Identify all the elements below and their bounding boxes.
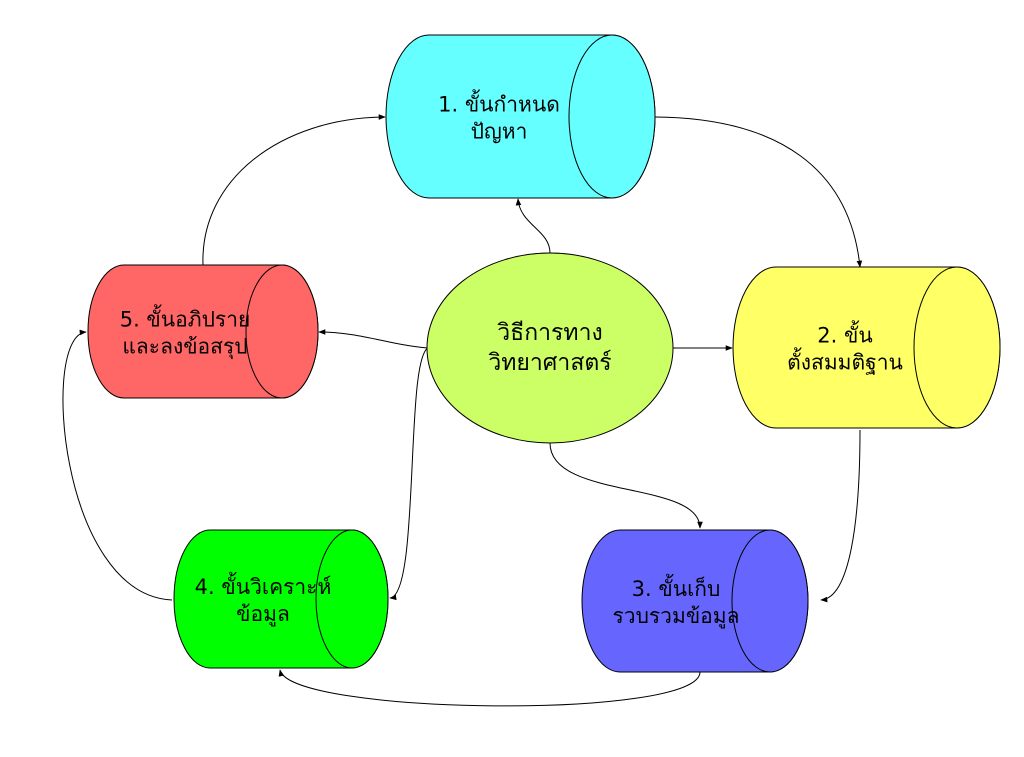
edge-4-to-5 [62, 329, 173, 601]
step-4-node: 4. ขั้นวิเคราะห์ข้อมูล [173, 529, 389, 669]
edge-2-to-3 [820, 429, 861, 603]
cylinder-cap [913, 266, 1001, 429]
center-label-line2: วิทยาศาสตร์ [488, 349, 611, 376]
step-5-label-line1: 5. ขั้นอภิปราย [120, 305, 251, 332]
cylinder-cap [731, 529, 809, 673]
edge-center-to-3 [549, 442, 703, 529]
step-4-label-line1: 4. ขั้นวิเคราะห์ [195, 572, 332, 599]
step-2-label-line2: ตั้งสมมติฐาน [787, 348, 903, 375]
step-3-label-line1: 3. ขั้นเก็บ [632, 574, 721, 601]
edge-center-to-5 [318, 329, 429, 349]
cylinder-cap [315, 529, 389, 669]
step-2-label-line1: 2. ขั้น [817, 321, 872, 348]
cylinder-cap [245, 264, 319, 399]
step-3-label-line2: รวบรวมข้อมูล [613, 604, 740, 629]
edge-center-to-1 [515, 198, 551, 254]
step-2-node: 2. ขั้นตั้งสมมติฐาน [732, 266, 1001, 429]
edge-5-to-1 [202, 114, 386, 266]
cylinder-cap [568, 34, 656, 199]
edge-1-to-2 [654, 116, 863, 268]
edge-3-to-4 [278, 669, 701, 707]
step-4-label-line2: ข้อมูล [236, 602, 290, 627]
step-1-label-line1: 1. ขั้นกำหนด [438, 90, 560, 117]
center-ellipse [426, 252, 674, 444]
edge-center-to-4 [389, 347, 429, 601]
center-label-line1: วิธีการทาง [497, 320, 603, 346]
step-1-label-line2: ปัญหา [471, 120, 528, 144]
step-5-label-line2: และลงข้อสรุป [122, 335, 247, 360]
